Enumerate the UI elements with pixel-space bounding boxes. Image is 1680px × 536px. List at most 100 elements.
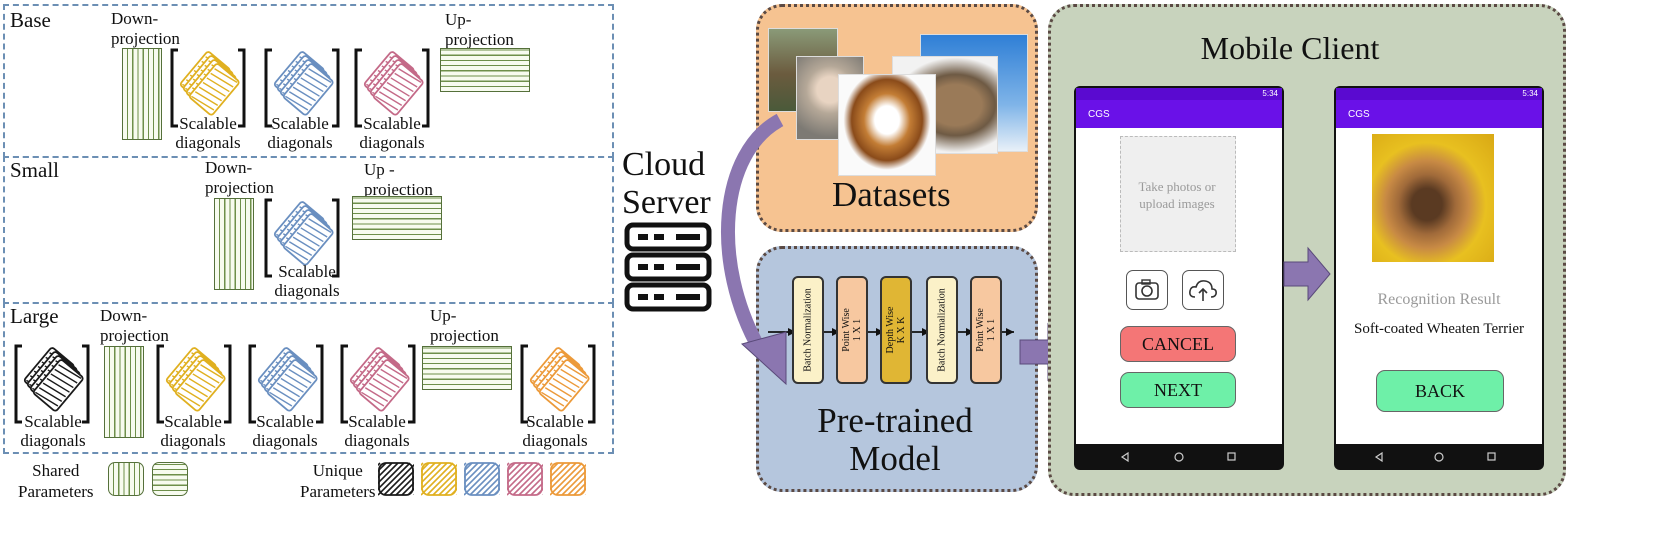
small-diag-1: [262, 196, 342, 280]
legend-unique-label: Unique Parameters: [300, 461, 376, 501]
result-title: Recognition Result: [1377, 291, 1501, 308]
base-down-projection-block: [122, 48, 162, 140]
camera-button[interactable]: [1126, 270, 1168, 310]
large-diag-3: [246, 342, 326, 426]
diagonal-stack: [156, 344, 232, 424]
diagonal-card: [282, 213, 334, 266]
layer-label-3: Depth Wise K X K: [885, 306, 907, 354]
bracket-right: [588, 344, 596, 424]
back-triangle-icon: [1374, 451, 1383, 463]
cloud-server-label: Cloud Server: [622, 146, 711, 221]
mobile-client-title: Mobile Client: [1200, 30, 1380, 66]
base-diag-1: [168, 46, 248, 130]
large-down-projection-block: [104, 346, 144, 438]
legend-unique-swatches: [378, 460, 590, 498]
recents-square-icon: [1227, 452, 1236, 461]
arrow-phone-to-phone: [1283, 246, 1331, 302]
bracket-right: [332, 48, 340, 128]
layer-label-4: Batch Normalization: [936, 288, 948, 372]
back-button[interactable]: BACK: [1376, 370, 1504, 412]
bracket-right: [408, 344, 416, 424]
bracket-left: [354, 48, 362, 128]
phone-2-appbar: CGS: [1336, 100, 1542, 128]
layer-batch-norm-2: Batch Normalization: [926, 276, 958, 384]
large-diag-label-1: Scalable diagonals: [20, 412, 86, 450]
large-diag-label-4: Scalable diagonals: [344, 412, 410, 450]
phone-1-appbar: CGS: [1076, 100, 1282, 128]
bracket-right: [316, 344, 324, 424]
phone-1-app-title: CGS: [1088, 109, 1110, 120]
next-button[interactable]: NEXT: [1120, 372, 1236, 408]
diagonal-card: [174, 359, 226, 412]
base-diag-3: [352, 46, 432, 130]
diagonal-stack: [264, 48, 340, 128]
large-diag-2: [154, 342, 234, 426]
result-value: Soft-coated Wheaten Terrier: [1354, 321, 1524, 337]
legend-shared-vertical: [108, 462, 144, 496]
home-circle-icon: [1174, 452, 1184, 462]
layer-label-2: Point Wise 1 X 1: [841, 308, 863, 352]
diagonal-card: [32, 359, 84, 412]
phone-2-navbar: [1336, 446, 1542, 468]
diagonal-stack: [340, 344, 416, 424]
diagonal-stack: [354, 48, 430, 128]
bracket-right: [238, 48, 246, 128]
cancel-button[interactable]: CANCEL: [1120, 326, 1236, 362]
layer-depthwise: Depth Wise K X K: [880, 276, 912, 384]
small-down-projection-label: Down- projection: [205, 158, 274, 197]
layer-pointwise-2: Point Wise 1 X 1: [970, 276, 1002, 384]
large-diag-label-2: Scalable diagonals: [160, 412, 226, 450]
upload-button[interactable]: [1182, 270, 1224, 310]
base-diag-2: [262, 46, 342, 130]
phone-1-navbar: [1076, 446, 1282, 468]
diagonal-stack: [520, 344, 596, 424]
layer-label-5: Point Wise 1 X 1: [975, 308, 997, 352]
large-diag-5: [518, 342, 598, 426]
layer-label-1: Batch Normalization: [802, 288, 814, 372]
bracket-left: [264, 198, 272, 278]
large-diag-label-5: Scalable diagonals: [522, 412, 588, 450]
photo-puppy: [838, 74, 936, 176]
result-dog-image: [1372, 134, 1494, 262]
base-up-projection-label: Up- projection: [445, 10, 514, 49]
legend-swatch-orange: [550, 462, 586, 496]
camera-icon: [1135, 279, 1159, 300]
bracket-left: [520, 344, 528, 424]
legend-shared-label: Shared Parameters: [18, 461, 94, 501]
legend-swatch-yellow: [421, 462, 457, 496]
phone-2-app-title: CGS: [1348, 109, 1370, 120]
phone-1-statusbar: 5:34: [1076, 88, 1282, 100]
bracket-left: [248, 344, 256, 424]
section-large: [3, 302, 614, 454]
large-up-projection-block: [422, 346, 512, 390]
datasets-title: Datasets: [832, 175, 951, 214]
base-down-projection-label: Down- projection: [111, 9, 180, 48]
base-diag-label-3: Scalable diagonals: [359, 114, 425, 152]
legend-shared-horizontal: [152, 462, 188, 496]
image-placeholder[interactable]: [1120, 136, 1236, 252]
curved-arrow: [721, 113, 787, 386]
bracket-left: [14, 344, 22, 424]
home-circle-icon: [1434, 452, 1444, 462]
server-icon: [624, 222, 712, 312]
diagonal-card: [358, 359, 410, 412]
small-down-projection-block: [214, 198, 254, 290]
bracket-left: [170, 48, 178, 128]
bracket-left: [340, 344, 348, 424]
diagonal-card: [266, 359, 318, 412]
diagonal-stack: [264, 198, 340, 278]
bracket-right: [332, 198, 340, 278]
diagonal-card: [538, 359, 590, 412]
phone-1-time: 5:34: [1262, 89, 1278, 98]
layer-batch-norm-1: Batch Normalization: [792, 276, 824, 384]
bracket-right: [224, 344, 232, 424]
small-diag-label: Scalable diagonals: [274, 262, 340, 300]
legend-swatch-black: [378, 462, 414, 496]
bracket-right: [82, 344, 90, 424]
legend-swatch-blue: [464, 462, 500, 496]
recents-square-icon: [1487, 452, 1496, 461]
large-up-projection-label: Up- projection: [430, 306, 499, 345]
base-title: Base: [10, 8, 51, 32]
bracket-left: [156, 344, 164, 424]
base-diag-label-2: Scalable diagonals: [267, 114, 333, 152]
